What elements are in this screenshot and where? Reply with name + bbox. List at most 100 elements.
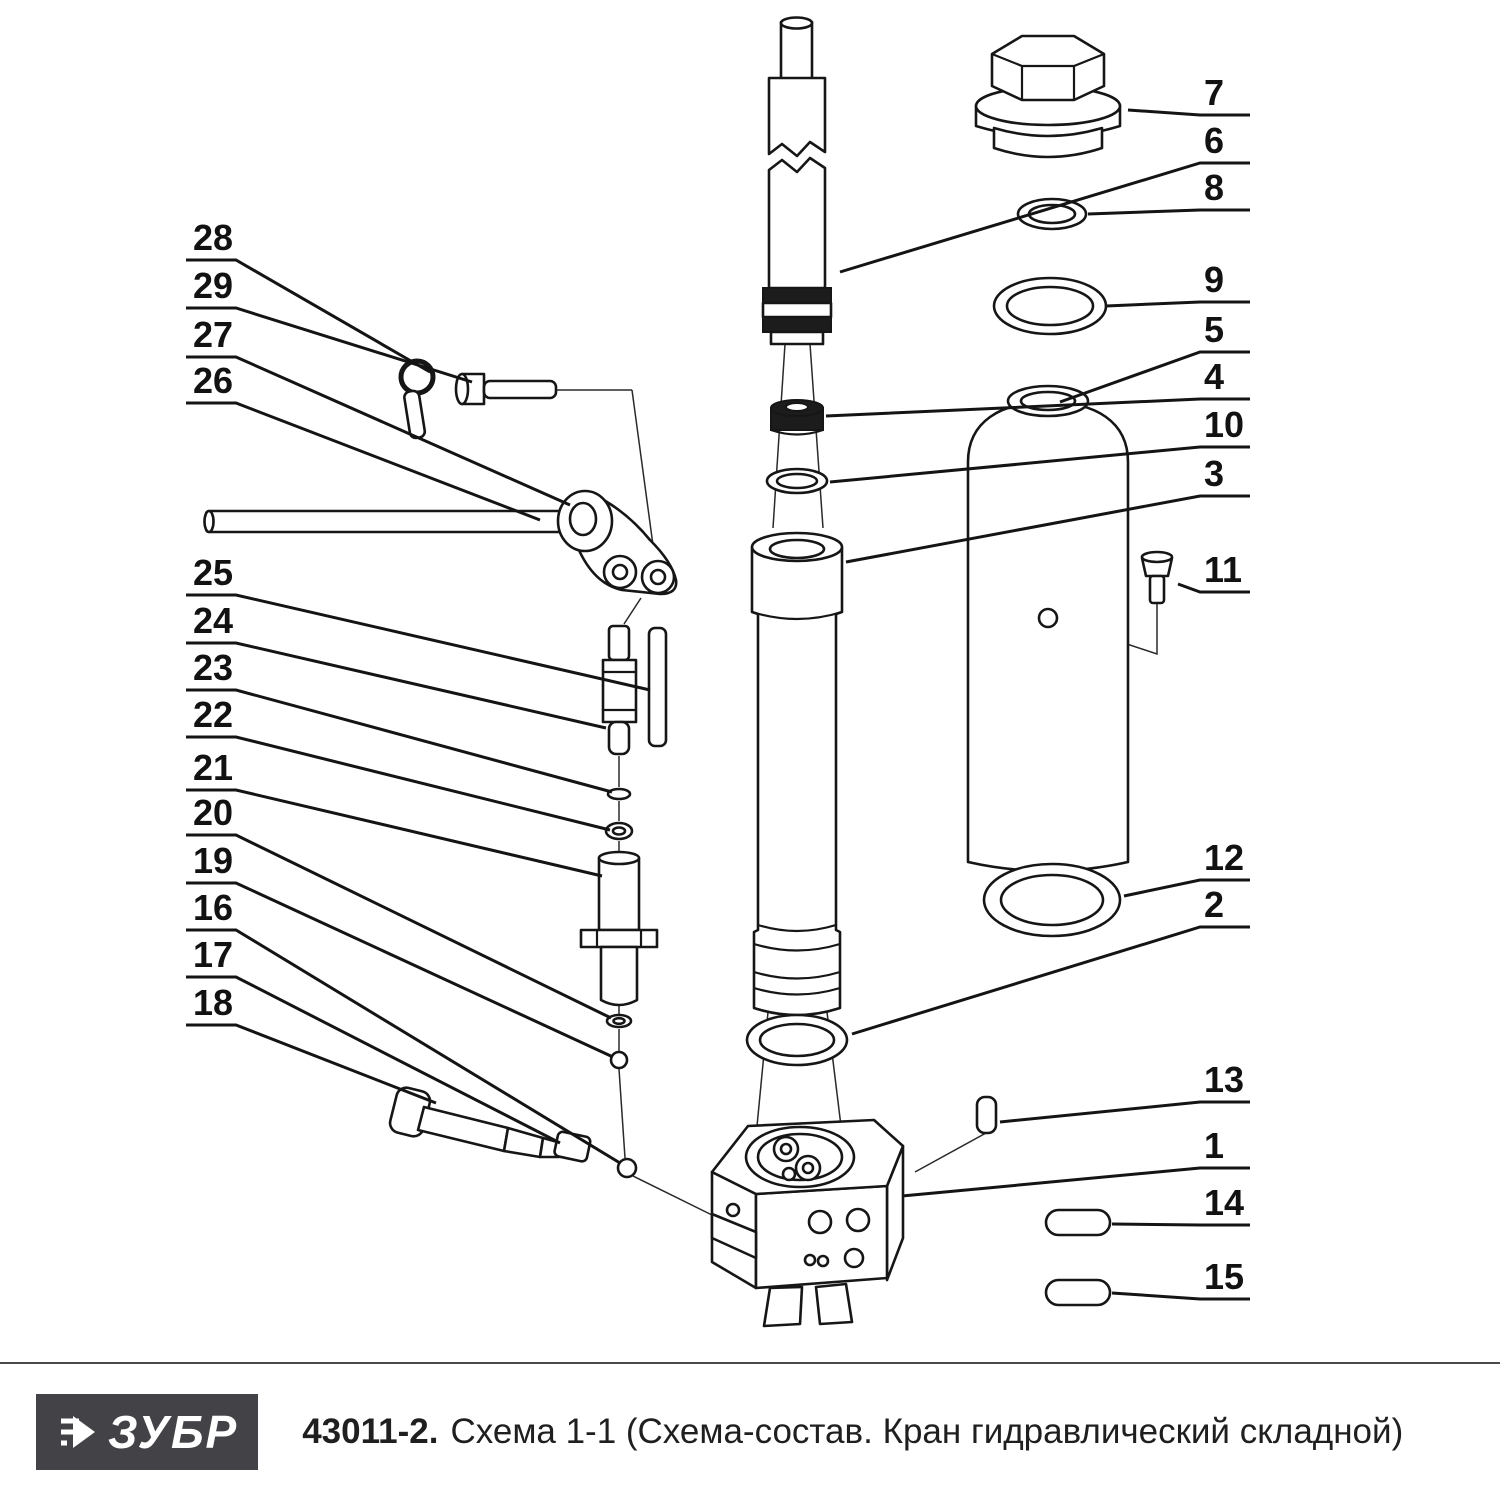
- sleeve-15: [1044, 1278, 1112, 1307]
- callout-12: 12: [1123, 837, 1250, 898]
- callout-23-leader: [186, 688, 613, 794]
- brand-arrow-icon: [61, 1416, 95, 1448]
- callout-17-leader: [186, 975, 561, 1145]
- o-ring-12: [982, 862, 1122, 938]
- callout-24-label: 24: [193, 600, 233, 641]
- callout-7: 7: [1127, 72, 1250, 117]
- valve-stem-top: [607, 624, 631, 662]
- caption-model-number: 43011-2.: [302, 1412, 439, 1451]
- valve-body-24: [601, 658, 638, 724]
- callout-14: 14: [1111, 1182, 1250, 1227]
- nut-bore: [785, 402, 809, 412]
- callout-5-label: 5: [1204, 309, 1224, 350]
- callout-28-leader: [186, 258, 431, 374]
- inner-cylinder: [750, 531, 844, 1017]
- callout-10: 10: [829, 404, 1250, 484]
- bolt-head-top: [1140, 550, 1174, 564]
- front-hole-4: [816, 1254, 830, 1268]
- callout-27-label: 27: [193, 314, 233, 355]
- thread-line-4: [753, 986, 841, 996]
- rod-top: [779, 20, 814, 82]
- rod-upper: [767, 76, 827, 158]
- pin-13: [975, 1095, 998, 1135]
- base-block: [710, 1118, 905, 1328]
- o-ring-inner: [999, 873, 1105, 927]
- callout-10-leader: [829, 445, 1250, 484]
- o-ring-9: [992, 276, 1108, 336]
- callout-1-label: 1: [1204, 1125, 1224, 1166]
- piston-flange: [579, 928, 659, 949]
- front-hole-2: [845, 1207, 871, 1233]
- callout-13-leader: [999, 1100, 1250, 1124]
- callout-20-leader: [186, 833, 612, 1020]
- hub-bore: [568, 501, 598, 537]
- callout-17: 17: [186, 934, 561, 1145]
- collar-bore: [768, 538, 826, 560]
- front-face: [754, 1184, 889, 1290]
- piston-nut: [770, 399, 824, 436]
- rod-lower: [767, 156, 827, 290]
- nut-bottom: [770, 428, 824, 436]
- callout-7-leader: [1127, 108, 1250, 117]
- handle-bolt: [454, 372, 558, 406]
- cap-hex: [990, 34, 1106, 102]
- callout-21-leader: [186, 788, 603, 878]
- ball-19: [609, 1050, 629, 1070]
- callout-13: 13: [999, 1059, 1250, 1124]
- callout-11: 11: [1177, 549, 1250, 594]
- rod-top-face: [779, 16, 814, 30]
- callout-8-label: 8: [1204, 167, 1224, 208]
- callout-24: 24: [186, 600, 607, 730]
- callout-5: 5: [1059, 309, 1250, 404]
- piston-upper: [597, 856, 641, 932]
- callout-29-leader: [186, 306, 473, 384]
- outer-cylinder: [966, 384, 1130, 873]
- callout-27: 27: [186, 314, 571, 507]
- callout-20: 20: [186, 792, 612, 1020]
- lug-2-hole: [649, 568, 667, 586]
- cylinder-body: [966, 400, 1130, 873]
- callout-25-label: 25: [193, 552, 233, 593]
- filler-cap: [974, 34, 1122, 159]
- thread-line-2: [753, 942, 841, 952]
- valve-stem-bottom: [607, 720, 631, 756]
- bolt-shank: [482, 379, 558, 400]
- callout-21-label: 21: [193, 747, 233, 788]
- callout-11-leader: [1177, 582, 1250, 594]
- caption-title: Схема 1-1 (Схема-состав. Кран гидравличе…: [450, 1412, 1404, 1451]
- callout-22-label: 22: [193, 694, 233, 735]
- o-ring-2: [745, 1013, 849, 1067]
- brand-logo: ЗУБР: [36, 1394, 259, 1470]
- side-hole: [725, 1202, 741, 1218]
- callout-6-label: 6: [1204, 120, 1224, 161]
- callout-6-leader: [839, 161, 1250, 274]
- callout-9-leader: [1105, 300, 1250, 308]
- callouts-left: 28 29 27 26 25: [186, 217, 651, 1165]
- callout-26: 26: [186, 360, 541, 522]
- front-hole-3: [803, 1253, 817, 1267]
- callout-4: 4: [825, 356, 1250, 418]
- collar-edge: [751, 610, 843, 621]
- cap-thread: [992, 126, 1104, 159]
- callout-29-label: 29: [193, 265, 233, 306]
- callout-20-label: 20: [193, 792, 233, 833]
- callout-19-leader: [186, 881, 614, 1059]
- piston-lower: [599, 945, 639, 1007]
- callout-12-label: 12: [1204, 837, 1244, 878]
- o-ring-22-inner: [611, 826, 627, 836]
- callout-26-label: 26: [193, 360, 233, 401]
- socket-hole-3: [781, 1166, 797, 1182]
- callout-23: 23: [186, 647, 613, 794]
- thread-line-1: [757, 923, 837, 933]
- callout-27-leader: [186, 355, 571, 507]
- o-ring-small-8: [1016, 197, 1088, 231]
- callout-17-label: 17: [193, 934, 233, 975]
- diagram-svg: 7 6 8 9 5: [186, 16, 1250, 1328]
- callout-15-label: 15: [1204, 1256, 1244, 1297]
- relief-valve-stack: [601, 624, 668, 841]
- callout-14-label: 14: [1204, 1182, 1244, 1223]
- callout-8: 8: [1087, 167, 1250, 216]
- front-hole-5: [843, 1247, 865, 1269]
- callout-14-leader: [1111, 1222, 1250, 1227]
- o-ring-inner: [1005, 285, 1095, 327]
